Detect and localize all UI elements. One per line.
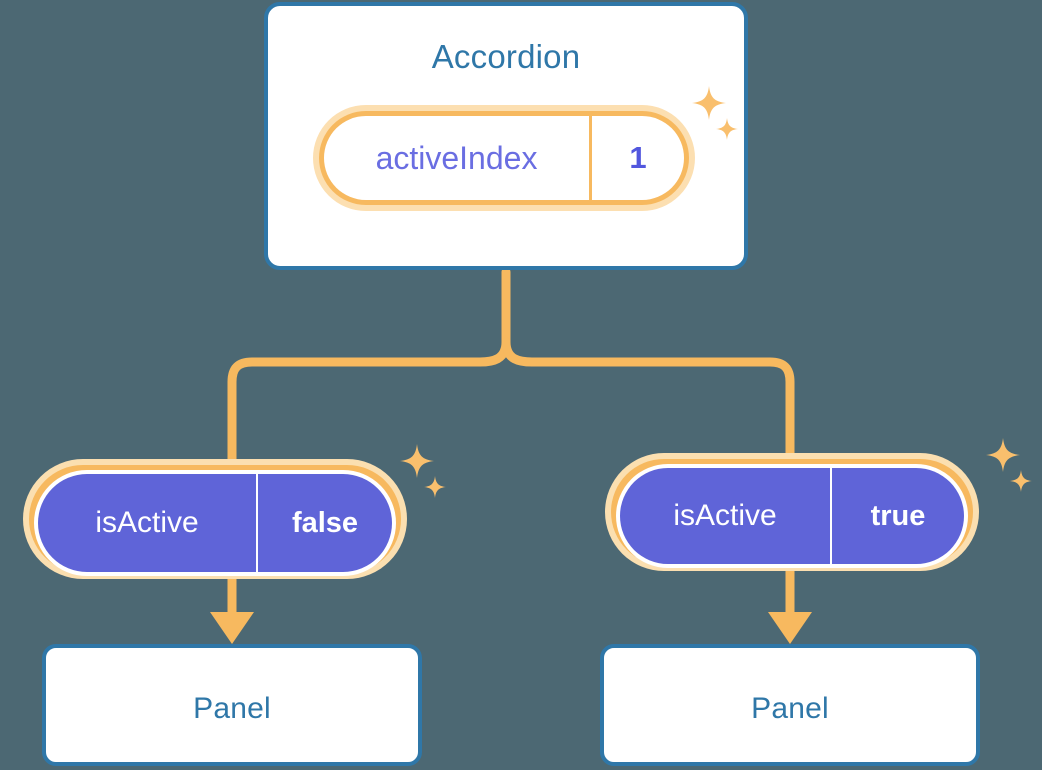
arrow-down-icon-left (210, 572, 254, 644)
sparkle-icon (986, 438, 1020, 472)
prop-pill-isactive-true[interactable]: isActive true (605, 453, 979, 571)
prop-pill-inner: activeIndex 1 (324, 116, 684, 200)
panel-title: Panel (193, 692, 271, 725)
component-card-panel-right[interactable]: Panel (600, 644, 980, 766)
sparkle-icon (424, 476, 446, 498)
prop-value-label: false (256, 474, 392, 572)
prop-pill-inner: isActive true (616, 464, 968, 568)
prop-pill-body: isActive true (620, 468, 964, 564)
arrow-down-icon-right (768, 564, 812, 644)
page-title: Accordion (431, 38, 581, 75)
component-card-panel-left[interactable]: Panel (42, 644, 422, 766)
prop-pill-isactive-false[interactable]: isActive false (23, 459, 407, 579)
prop-key-label: isActive (95, 506, 199, 539)
prop-value-label: true (830, 468, 964, 564)
prop-pill-activeindex[interactable]: activeIndex 1 (313, 105, 695, 211)
sparkle-icon (1010, 470, 1032, 492)
prop-key-label: activeIndex (375, 139, 538, 176)
sparkle-icon (400, 444, 434, 478)
connector-branch-left (227, 337, 511, 475)
prop-pill-body: isActive false (38, 474, 392, 572)
prop-pill-inner: isActive false (34, 470, 396, 576)
prop-key-label: isActive (673, 499, 777, 532)
prop-value-label: 1 (589, 116, 684, 200)
connector-branch-right (501, 337, 795, 469)
panel-title: Panel (751, 692, 829, 725)
